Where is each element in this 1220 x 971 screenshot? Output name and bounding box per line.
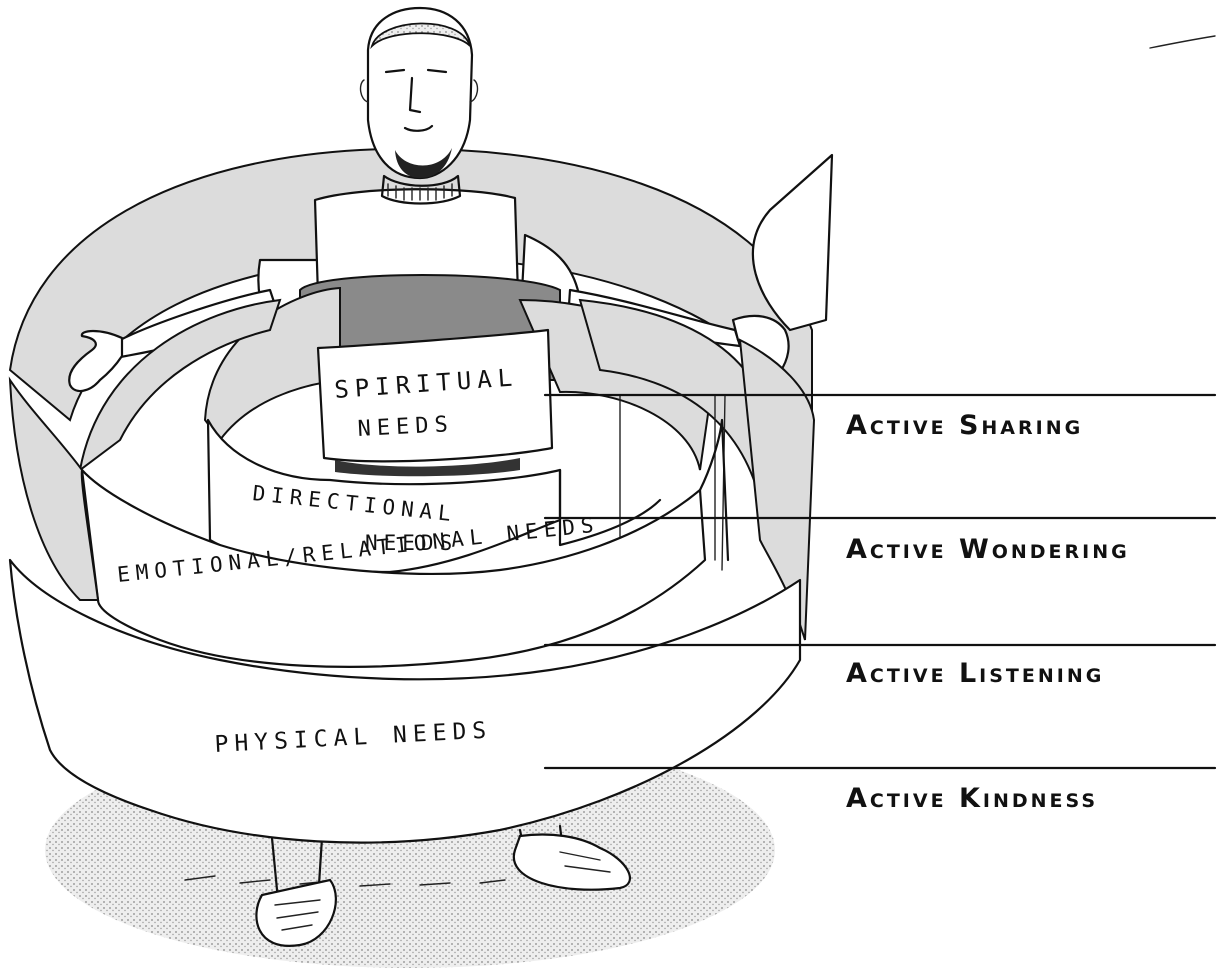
label-active-listening: Active Listening [846,658,1104,689]
label-active-sharing: Active Sharing [846,410,1083,441]
figure-head [361,8,478,178]
spiritual-band [318,330,552,476]
spiritual-label-line2: NEEDS [357,412,454,442]
label-active-kindness: Active Kindness [846,783,1098,814]
label-active-wondering: Active Wondering [846,534,1130,565]
